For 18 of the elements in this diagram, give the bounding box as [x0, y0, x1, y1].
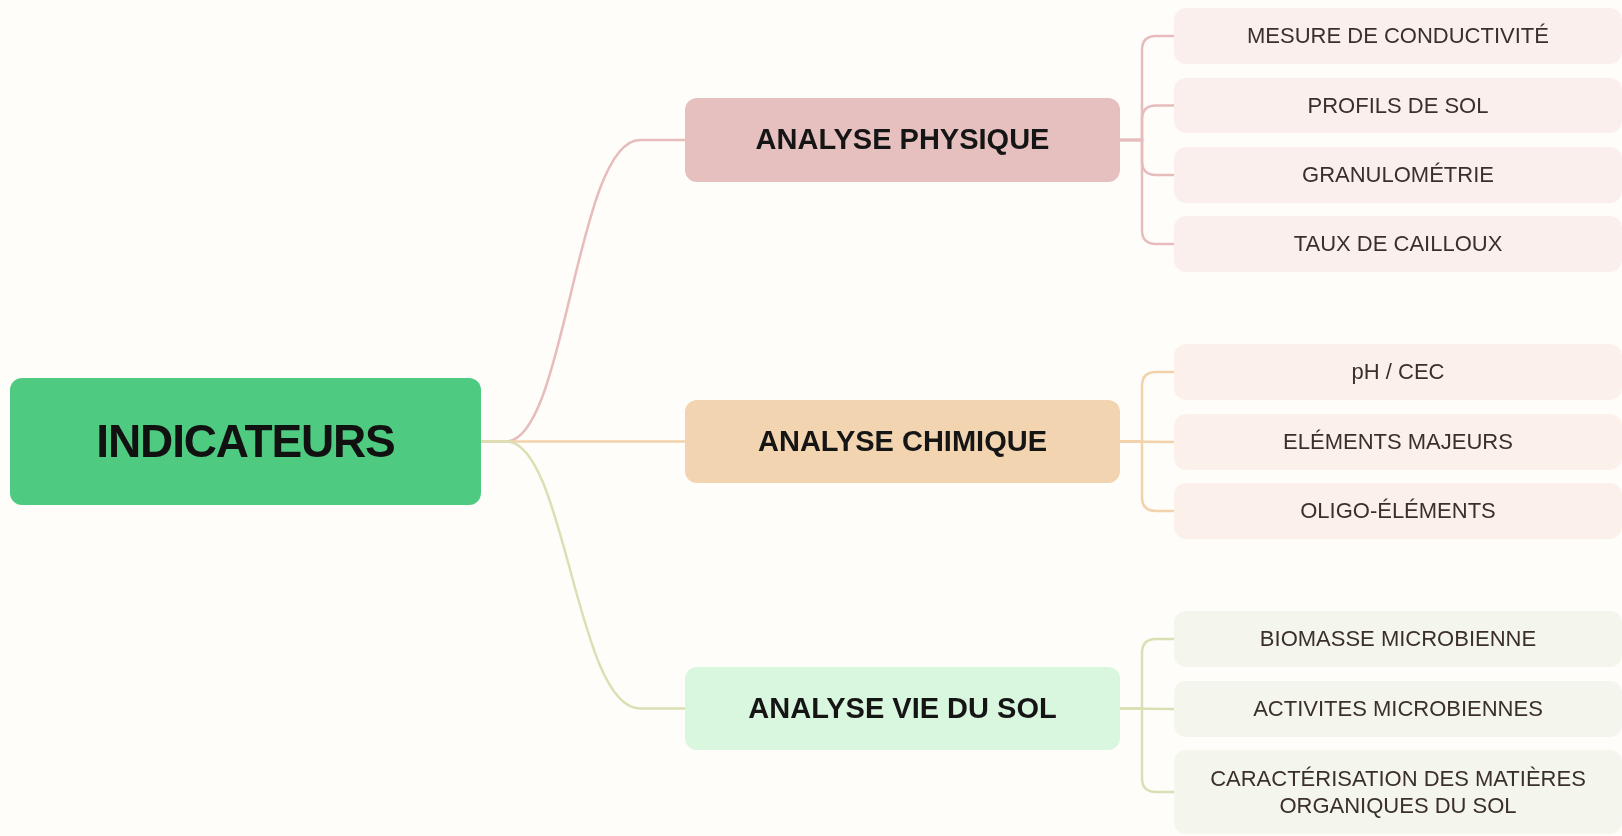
leaf-box: BIOMASSE MICROBIENNE	[1174, 611, 1622, 667]
leaf-box: PROFILS DE SOL	[1174, 78, 1622, 133]
leaf-box: TAUX DE CAILLOUX	[1174, 216, 1622, 272]
connector-line	[1120, 707, 1174, 794]
leaf-box: ELÉMENTS MAJEURS	[1174, 414, 1622, 470]
leaf-box: ACTIVITES MICROBIENNES	[1174, 681, 1622, 737]
leaf-box: OLIGO-ÉLÉMENTS	[1174, 483, 1622, 539]
branch-box: ANALYSE CHIMIQUE	[685, 400, 1120, 483]
leaf-box: GRANULOMÉTRIE	[1174, 147, 1622, 203]
leaf-box: MESURE DE CONDUCTIVITÉ	[1174, 8, 1622, 64]
connector-line	[1120, 138, 1174, 246]
leaf-box: pH / CEC	[1174, 344, 1622, 400]
branch-box: ANALYSE VIE DU SOL	[685, 667, 1120, 750]
root-box: INDICATEURS	[10, 378, 481, 505]
branch-box: ANALYSE PHYSIQUE	[685, 98, 1120, 182]
connector-line	[481, 440, 685, 710]
connector-line	[1120, 440, 1174, 513]
leaf-box: CARACTÉRISATION DES MATIÈRES ORGANIQUES DU SOL	[1174, 750, 1622, 834]
